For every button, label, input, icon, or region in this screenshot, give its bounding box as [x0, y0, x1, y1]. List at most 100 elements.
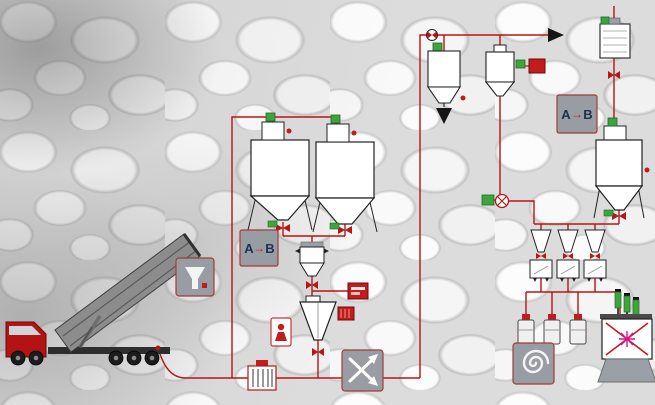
motor-fins [340, 309, 350, 318]
receiver-cone [484, 81, 516, 97]
mixer-outlet-valve [312, 348, 324, 356]
pipe-main-riser-right [419, 34, 548, 378]
filter-receiver-2 [484, 44, 546, 97]
level-sensor [460, 95, 466, 101]
tipper-truck [5, 233, 202, 366]
discharge-coupling [155, 345, 161, 351]
mixer-motor [337, 306, 355, 321]
silo-cone [249, 195, 311, 221]
cab-window [9, 326, 41, 335]
route-badge-right: A → B [556, 94, 598, 134]
valve-actuator-green [329, 222, 340, 230]
receiver-body [485, 51, 515, 83]
hopper-legs [593, 185, 645, 219]
wheel-hubs [15, 355, 155, 361]
mixer-inlet [305, 295, 321, 303]
dosing-hoppers [530, 229, 606, 253]
level-sensor [351, 130, 357, 136]
down-arrow [436, 108, 452, 124]
route-a-label: A [244, 241, 254, 256]
silo-top-filter [261, 121, 285, 141]
hydraulic-rod [79, 326, 93, 348]
filter-receiver-1 [426, 42, 466, 124]
filter-fan-green [515, 59, 526, 69]
dosing-hopper [584, 229, 606, 253]
scale-unit [556, 259, 580, 282]
flow-arrowhead [548, 28, 564, 42]
blender [597, 289, 655, 383]
hopper-cone [299, 262, 325, 277]
filter-elements [252, 369, 273, 387]
receiver-body [427, 50, 461, 88]
hopper-top-filter [603, 125, 627, 141]
level-sensor [644, 167, 650, 173]
product-bin [517, 314, 535, 345]
pipe-dosing-manifold [534, 210, 620, 230]
storage-silo-1 [247, 112, 313, 232]
dosing-hopper [530, 229, 552, 253]
silo-body [250, 139, 310, 197]
filter-fan-green [607, 117, 618, 127]
outlet-valve [338, 226, 352, 234]
intake-filter-unit [247, 360, 277, 391]
receiver-top [493, 44, 507, 53]
route-arrow-icon: → [253, 241, 265, 255]
agitator-star-magenta [619, 331, 635, 347]
conical-mixer [299, 295, 355, 356]
silo-legs [247, 195, 313, 231]
funnel-icon [185, 267, 207, 289]
silo-legs [312, 197, 378, 233]
pipe-scales-to-blender [525, 278, 621, 316]
vessel-cap [608, 17, 621, 25]
dosing-valves [536, 253, 600, 259]
receiver-cone [426, 86, 461, 104]
route-a-label: A [561, 107, 571, 122]
filter-fan-green [330, 114, 341, 124]
product-bin [543, 314, 561, 345]
truck-chassis [48, 347, 170, 354]
scale-unit [583, 259, 607, 282]
outlet-valve [612, 212, 626, 220]
valve-actuator-green [603, 209, 614, 217]
blender-top-plate [600, 314, 652, 319]
top-right-vessel [599, 16, 631, 79]
inline-valve [608, 71, 620, 79]
scale-unit [529, 259, 553, 282]
person-icon [275, 323, 287, 341]
hopper-body [595, 139, 643, 187]
product-bins [517, 314, 587, 345]
hopper-cone [594, 185, 644, 211]
filter-fan-green [600, 16, 610, 25]
route-arrow-icon: → [571, 107, 583, 121]
rotary-valve-assembly [481, 193, 510, 209]
route-badge-left: A → B [239, 229, 279, 267]
drive-green [481, 194, 495, 206]
day-hopper [593, 117, 650, 220]
filter-fan-green [265, 112, 276, 122]
filter-fan-green [432, 42, 443, 52]
valve-actuator-green [267, 220, 278, 228]
route-b-label: B [583, 107, 592, 122]
pipe-filter-receiver-stubs [443, 35, 535, 224]
weigh-scales [529, 259, 607, 282]
dosing-hopper [557, 229, 579, 253]
diverter-badge [341, 349, 384, 392]
screw-conveyor-badge [512, 342, 555, 385]
vessel-hatch [603, 30, 627, 53]
manual-station-badge [270, 317, 292, 347]
control-box-small [528, 58, 546, 74]
product-bin [569, 314, 587, 345]
spiral-icon [522, 349, 550, 374]
blender-base [597, 358, 655, 383]
level-sensor [286, 128, 292, 134]
inlet-flange [300, 241, 324, 248]
crossed-arrows-icon [348, 354, 378, 386]
trailer-end-cap [182, 233, 202, 257]
silo-cone [314, 197, 376, 225]
discharge-valve [306, 281, 318, 289]
storage-silo-2 [312, 114, 378, 234]
inline-diverter-valve [426, 29, 438, 41]
intake-badge [175, 257, 215, 297]
silo-body [315, 141, 375, 199]
